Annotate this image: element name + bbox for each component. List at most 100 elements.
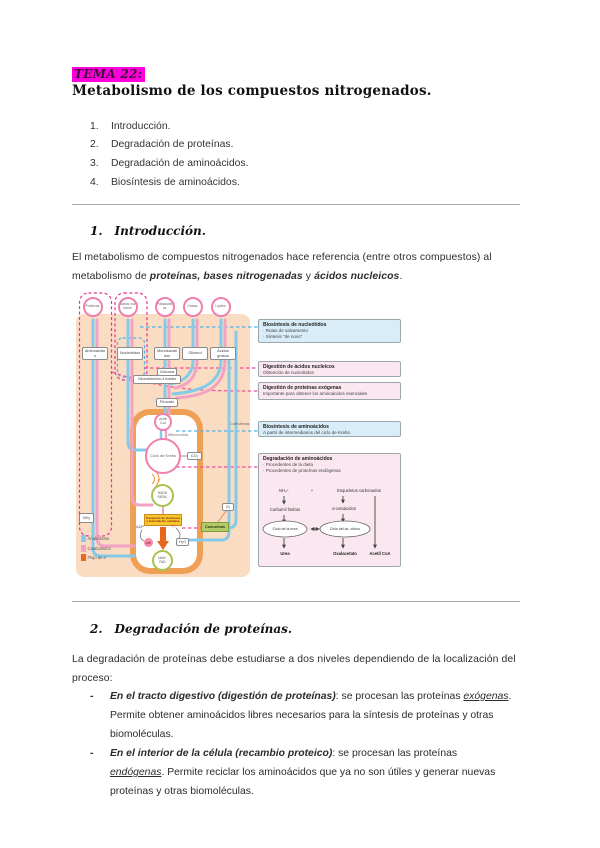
ciclo-urea-label: Ciclo de la urea xyxy=(272,527,298,531)
circle-nadh-fadh2: NADH FADH₂ xyxy=(151,484,174,507)
legend-item: Flujo de e⁻ xyxy=(81,553,111,563)
cetoacidos-label: α-cetoácidos xyxy=(332,506,356,511)
section-2-heading: 2. Degradación de proteínas. xyxy=(90,622,292,636)
note-degradacion-aminoacidos: Degradación de aminoácidos · Procedentes… xyxy=(258,453,401,567)
bullet-text: : se procesan las proteínas xyxy=(332,748,458,759)
note-line: A partir de intermediarios del ciclo de … xyxy=(263,430,352,436)
note-title: Biosíntesis de aminoácidos xyxy=(263,424,329,430)
box-glicerol: Glicerol xyxy=(182,347,208,360)
intro-paragraph: El metabolismo de compuestos nitrogenado… xyxy=(72,248,521,286)
box-co2: CO₂ xyxy=(187,452,202,460)
note-title: Degradación de aminoácidos xyxy=(263,456,333,462)
toc-label: Degradación de proteínas. xyxy=(111,139,234,151)
divider xyxy=(72,601,520,602)
box-nucleotidos: Nucleótidos xyxy=(117,347,143,360)
divider xyxy=(72,204,520,205)
bullet-lead: En el tracto digestivo (digestión de pro… xyxy=(110,691,336,702)
acetilcoa-label: Acetil CoA xyxy=(369,551,391,556)
fad-label: FAD xyxy=(159,559,166,564)
o2-line-label: O₂ xyxy=(171,523,176,528)
toc-label: Degradación de aminoácidos. xyxy=(111,157,249,169)
note-line: Importante para obtener los aminoácidos … xyxy=(263,391,368,397)
toc-item: 2. Degradación de proteínas. xyxy=(90,136,248,155)
bullet-content: En el tracto digestivo (digestión de pro… xyxy=(110,687,514,744)
urea-label: Urea xyxy=(280,551,290,556)
toc-item: 3. Degradación de aminoácidos. xyxy=(90,154,248,173)
bullet-underlined: exógenas xyxy=(463,691,509,702)
toc-item: 4. Biosíntesis de aminoácidos. xyxy=(90,173,248,192)
note-title: Biosíntesis de nucleótidos xyxy=(263,322,327,328)
atp-circle: ATP xyxy=(144,538,153,547)
legend-swatch-blue xyxy=(81,535,86,543)
box-gliceraldehido: Gliceraldehído-3-fosfato xyxy=(133,375,181,384)
box-acidos-grasos: Ácidos grasos xyxy=(210,347,236,360)
legend-swatch-orange xyxy=(81,554,86,562)
circle-proteinas: Proteínas xyxy=(82,296,103,317)
note-title: Digestión de ácidos nucleicos xyxy=(263,364,335,370)
circle-nad-fad: NAD⁺ FAD xyxy=(152,550,173,571)
intro-text: . xyxy=(399,271,403,282)
legend-item: Anabolismo xyxy=(81,534,111,544)
fadh2-label: FADH₂ xyxy=(157,494,168,499)
flow-connectors xyxy=(262,496,378,549)
bullet-underlined: endógenas xyxy=(110,767,162,778)
legend-label: Anabolismo xyxy=(87,536,110,542)
circle-lipidos: Lípidos xyxy=(210,296,231,317)
box-monosacaridos: Monosacáridos xyxy=(154,347,180,360)
legend-item: Catabolismo xyxy=(81,544,111,554)
ciclo-citrico-label: Ciclo del ác. cítrico xyxy=(329,527,361,531)
bullet-content: En el interior de la célula (recambio pr… xyxy=(110,744,514,801)
circle-grasas: Grasas xyxy=(182,296,203,317)
bullet-text: . Permite obtener aminoácidos libres nec… xyxy=(110,691,512,740)
adp-label: ADP xyxy=(136,524,144,529)
intro-bold-2: ácidos nucleicos xyxy=(314,271,400,282)
box-piruvato: Piruvato xyxy=(156,398,178,407)
nh4-label: NH₄⁺ xyxy=(279,488,289,493)
section-1-heading: 1.Introducción. xyxy=(90,224,206,238)
oxalacetato-label: Oxalacetato xyxy=(333,551,357,556)
note-line: · Procedentes de proteínas endógenas xyxy=(263,468,341,474)
intro-text: y xyxy=(302,271,315,282)
bullet-item: - En el tracto digestivo (digestión de p… xyxy=(90,687,514,744)
circle-krebs: Ciclo de Krebs xyxy=(145,438,181,474)
legend-swatch-pink xyxy=(81,544,86,552)
degradacion-bullets: - En el tracto digestivo (digestión de p… xyxy=(90,687,514,801)
box-nh3: NH₃ xyxy=(79,513,94,523)
note-biosintesis-nucleotidos: Biosíntesis de nucleótidos · Rutas de sa… xyxy=(258,319,401,343)
coenzimas-label: Coenzimas xyxy=(230,421,250,426)
note-digestion-acidos-nucleicos: Digestión de ácidos nucleicos Obtención … xyxy=(258,361,401,377)
page-title: Metabolismo de los compuestos nitrogenad… xyxy=(72,83,432,99)
box-coenzimas: Coenzimas xyxy=(201,522,229,532)
diagram-legend: Anabolismo Catabolismo Flujo de e⁻ xyxy=(81,534,111,563)
bullet-item: - En el interior de la célula (recambio … xyxy=(90,744,514,801)
toc-label: Biosíntesis de aminoácidos. xyxy=(111,176,240,188)
toc-number: 1. xyxy=(90,120,99,132)
legend-label: Catabolismo xyxy=(87,545,111,551)
mitocondria-label: Mitocondria xyxy=(168,432,189,437)
section-title: Introducción. xyxy=(114,224,206,238)
box-h2o: H₂O xyxy=(176,538,189,546)
bullet-dash: - xyxy=(90,691,94,702)
degradacion-paragraph: La degradación de proteínas debe estudia… xyxy=(72,654,516,684)
bullet-dash: - xyxy=(90,748,94,759)
box-aminoacidos: Aminoácidos xyxy=(82,347,108,360)
box-o2: O₂ xyxy=(222,503,234,511)
toc-label: Introducción. xyxy=(111,120,171,132)
note-biosintesis-aminoacidos: Biosíntesis de aminoácidos A partir de i… xyxy=(258,421,401,437)
nadh-label: NADH xyxy=(157,490,168,495)
tema-label: TEMA 22: xyxy=(72,67,146,82)
table-of-contents: 1. Introducción. 2. Degradación de prote… xyxy=(90,117,248,191)
section-number: 2. xyxy=(90,622,103,636)
toc-number: 2. xyxy=(90,139,99,151)
note-title: Digestión de proteínas exógenas xyxy=(263,385,342,391)
toc-number: 4. xyxy=(90,176,99,188)
circle-acetil-coa: Acetil CoA xyxy=(154,413,172,431)
intro-text: El metabolismo de compuestos nitrogenado… xyxy=(72,252,492,282)
bullet-lead: En el interior de la célula (recambio pr… xyxy=(110,748,333,759)
esqueletos-label: Esqueletos carbonados xyxy=(337,488,381,493)
nad-label: NAD⁺ xyxy=(158,555,167,560)
note-line: · Procedentes de la dieta xyxy=(263,462,314,468)
circle-acidos-nucleicos: Ácidos nucleicos xyxy=(117,296,138,317)
section-title: Degradación de proteínas. xyxy=(114,622,293,636)
